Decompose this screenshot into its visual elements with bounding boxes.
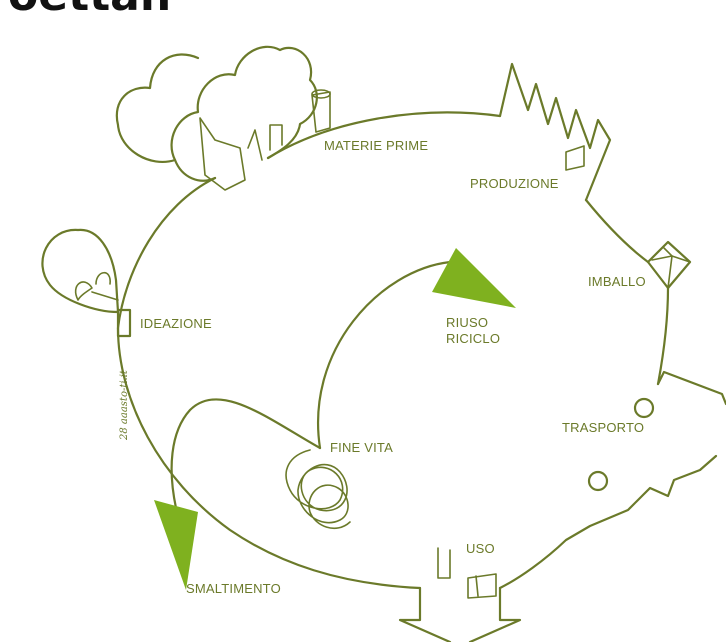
label-uso: USO	[466, 541, 495, 556]
lightbulb-icon	[42, 230, 130, 336]
label-riuso: RIUSO	[446, 315, 488, 330]
scribble-icon	[286, 450, 350, 528]
reuse-loop	[318, 262, 450, 448]
reuse-arrow	[432, 248, 516, 308]
package-icon	[648, 242, 690, 288]
label-riciclo: RICICLO	[446, 331, 500, 346]
label-imballo: IMBALLO	[588, 274, 646, 289]
disposal-arrow	[154, 500, 198, 590]
label-smaltimento: SMALTIMENTO	[186, 581, 281, 596]
production-icon	[566, 146, 584, 170]
page-title-partial: oettan	[8, 0, 171, 21]
label-trasporto: TRASPORTO	[562, 420, 644, 435]
label-ideazione: IDEAZIONE	[140, 316, 212, 331]
label-fine-vita: FINE VITA	[330, 440, 393, 455]
wheel-icon	[589, 472, 607, 490]
label-materie-prime: MATERIE PRIME	[324, 138, 428, 153]
signature: 28 aaasto-ti.it	[119, 369, 130, 441]
wheel-icon	[635, 399, 653, 417]
trees-illustration	[117, 47, 330, 190]
label-produzione: PRODUZIONE	[470, 176, 559, 191]
